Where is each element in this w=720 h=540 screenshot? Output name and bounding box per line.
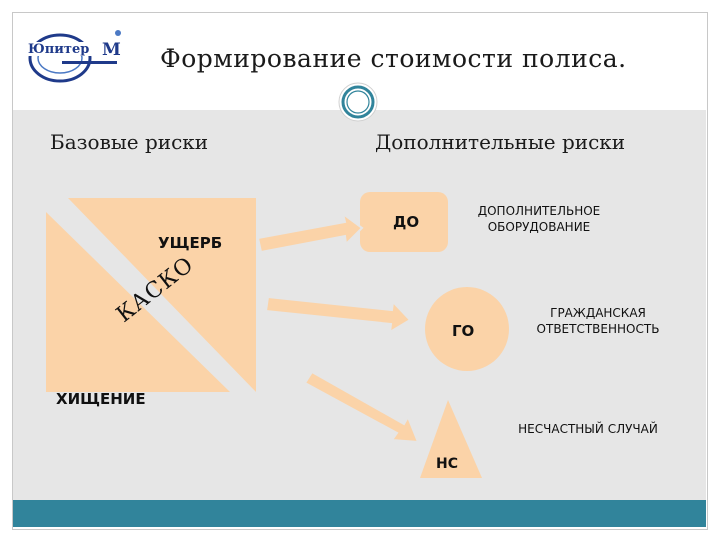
base-risks-heading: Базовые риски <box>50 130 209 154</box>
arrow-to-do <box>256 211 364 254</box>
do-full-label: ДОПОЛНИТЕЛЬНОЕ ОБОРУДОВАНИЕ <box>477 204 601 234</box>
damage-shape <box>68 198 256 392</box>
extra-risks-heading: Дополнительные риски <box>375 130 626 154</box>
svg-text:Юпитер: Юпитер <box>28 42 89 57</box>
go-full-label: ГРАЖДАНСКАЯ ОТВЕТСТВЕННОСТЬ <box>536 306 660 336</box>
arrow-to-ns <box>303 370 420 444</box>
circle-ornament-icon <box>338 82 378 122</box>
theft-shape <box>46 212 230 392</box>
ns-triangle <box>420 400 482 478</box>
arrow-to-go <box>264 295 412 334</box>
go-circle <box>425 287 509 371</box>
slide-title: Формирование стоимости полиса. <box>160 44 627 73</box>
go-label: ГО <box>452 322 475 340</box>
ns-full-label: НЕСЧАСТНЫЙ СЛУЧАЙ <box>518 422 658 436</box>
damage-label: УЩЕРБ <box>158 234 223 252</box>
ns-label: НС <box>436 456 458 472</box>
theft-label: ХИЩЕНИЕ <box>56 390 146 408</box>
slide-footer-bar <box>13 500 706 527</box>
svg-text:М: М <box>102 40 121 60</box>
company-logo: Юпитер М <box>26 30 121 83</box>
do-label: ДО <box>393 213 420 231</box>
do-box <box>360 192 448 252</box>
